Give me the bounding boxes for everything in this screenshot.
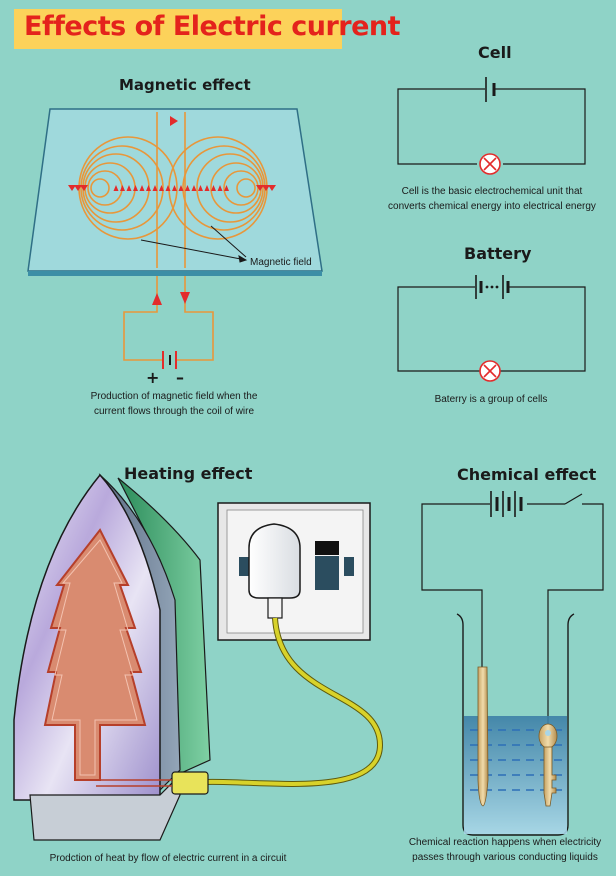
field-arrow-mark: [191, 185, 197, 191]
magnetic-caption-line1: Production of magnetic field when the: [90, 391, 258, 402]
circuit-current-arrows: [152, 292, 190, 305]
field-arrow-mark: [165, 185, 171, 191]
battery-dots: [485, 285, 499, 289]
field-arrow-mark: [120, 185, 125, 191]
magnetic-caption: Production of magnetic field when the cu…: [60, 389, 288, 419]
field-arrow-mark: [126, 185, 132, 191]
cell-heading: Cell: [478, 43, 512, 62]
heating-effect-heading: Heating effect: [124, 464, 253, 483]
field-arrow-mark: [211, 185, 216, 191]
power-cord: [204, 617, 384, 787]
field-arrow-mark: [204, 185, 210, 191]
chemical-effect-heading: Chemical effect: [457, 465, 597, 484]
magnetic-plate: [27, 108, 323, 276]
field-arrow-mark: [146, 185, 151, 191]
plug-icon: [248, 523, 301, 619]
field-arrow-mark: [152, 185, 158, 191]
cell-caption-line2: converts chemical energy into electrical…: [388, 201, 596, 212]
battery-circuit: [397, 275, 586, 372]
cell-bulb-icon: [479, 153, 501, 175]
field-arrow-mark: [159, 185, 164, 191]
magnetic-field-pointers: [140, 225, 248, 263]
field-arrow-mark: [217, 185, 223, 191]
heating-caption: Prodction of heat by flow of electric cu…: [49, 853, 287, 864]
electrode-rod: [477, 666, 489, 807]
chemical-circuit: [421, 491, 604, 725]
field-arrow-mark: [113, 185, 119, 191]
field-arrow-mark: [178, 185, 184, 191]
cell-caption: Cell is the basic electrochemical unit t…: [376, 184, 608, 214]
plus-sign: +: [146, 368, 159, 387]
chemical-caption: Chemical reaction happens when electrici…: [398, 835, 612, 865]
field-arrow-mark: [185, 185, 190, 191]
field-arrow-mark: [139, 185, 145, 191]
center-arrow-row: [113, 185, 229, 191]
field-arrow-mark: [172, 185, 177, 191]
field-arrow-mark: [224, 185, 229, 191]
title-banner: [14, 9, 342, 49]
field-arrow-mark: [198, 185, 203, 191]
iron-icon: [13, 473, 211, 841]
key-electrode-icon: [538, 723, 558, 807]
circuit-battery: [162, 351, 177, 369]
magnetic-field-label: Magnetic field: [250, 257, 312, 268]
field-direction-arrows: [68, 116, 276, 191]
magnetic-caption-line2: current flows through the coil of wire: [93, 406, 255, 417]
magnetic-circuit: [123, 276, 214, 361]
minus-sign: –: [176, 368, 184, 387]
battery-bulb-icon: [479, 360, 501, 382]
battery-heading: Battery: [464, 244, 532, 263]
cell-circuit: [397, 77, 586, 165]
field-arrow-mark: [133, 185, 138, 191]
magnetic-effect-heading: Magnetic effect: [119, 76, 251, 94]
beaker-icon: [456, 613, 575, 836]
chemical-caption-line1: Chemical reaction happens when electrici…: [408, 837, 602, 848]
battery-caption: Baterry is a group of cells: [434, 394, 548, 405]
chemical-caption-line2: passes through various conducting liquid…: [412, 852, 598, 863]
page-title: Effects of Electric current: [24, 11, 401, 42]
cell-caption-line1: Cell is the basic electrochemical unit t…: [401, 186, 583, 197]
